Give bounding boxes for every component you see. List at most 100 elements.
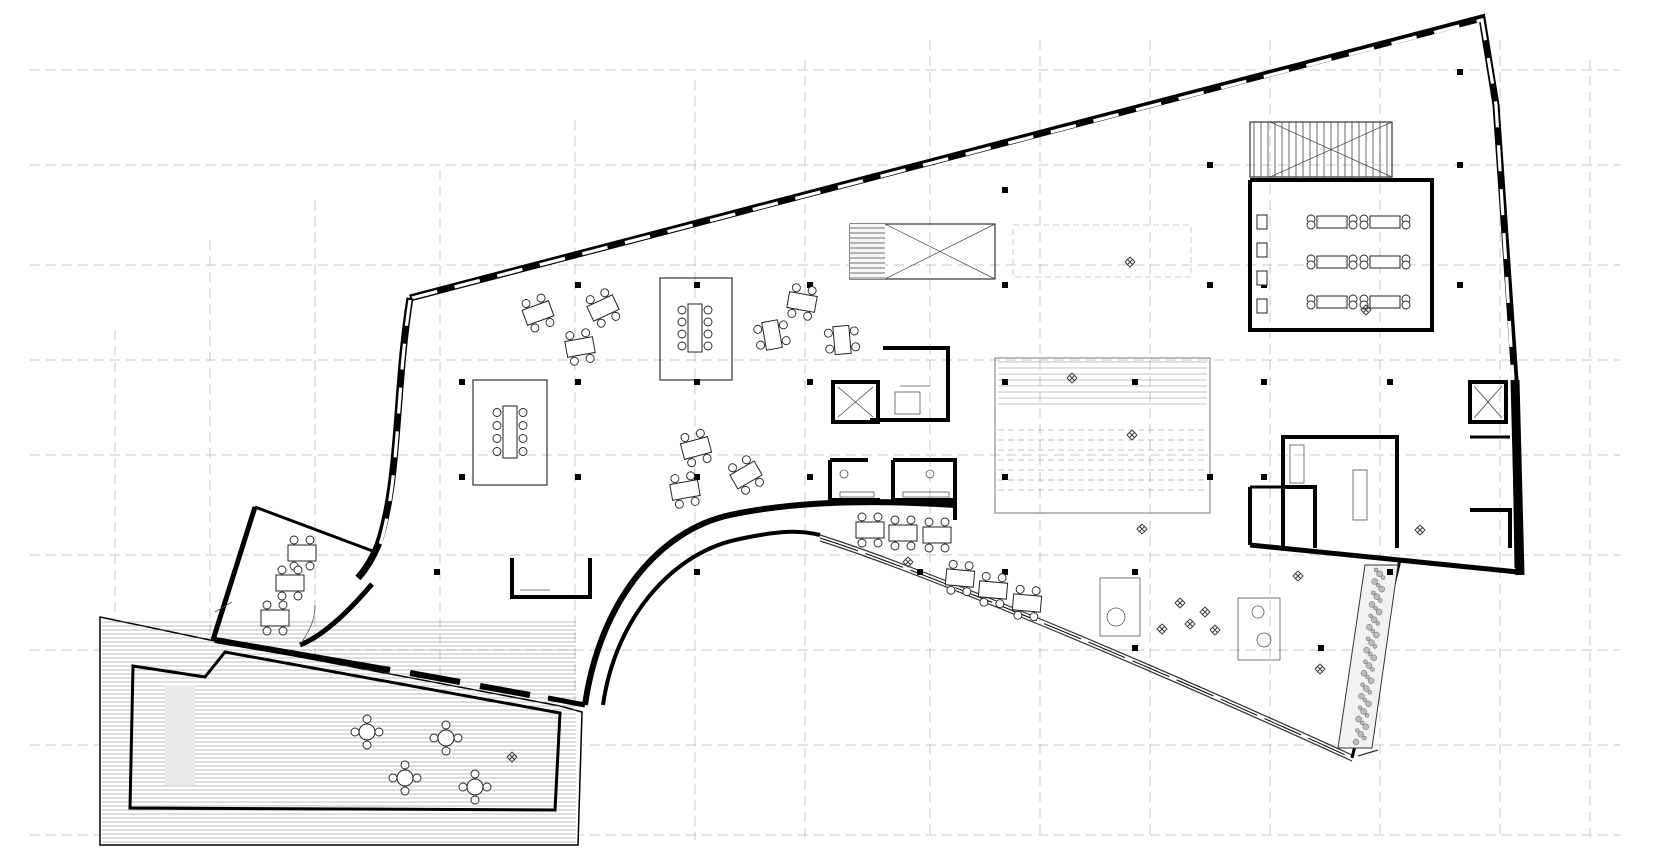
column bbox=[1261, 379, 1267, 385]
desk-cluster-icon bbox=[922, 517, 952, 553]
column bbox=[1132, 379, 1138, 385]
column bbox=[1002, 187, 1008, 193]
tree-icon bbox=[1184, 618, 1196, 630]
column bbox=[575, 282, 581, 288]
column bbox=[459, 474, 465, 480]
meeting-table-icon bbox=[1359, 294, 1411, 310]
tree-icon bbox=[506, 751, 518, 763]
tree-icon bbox=[1199, 606, 1211, 618]
structural-columns bbox=[434, 69, 1463, 651]
desk-cluster-icon bbox=[977, 571, 1009, 609]
desk-cluster-icon bbox=[287, 535, 317, 571]
column bbox=[1002, 282, 1008, 288]
column bbox=[1132, 645, 1138, 651]
building-outline bbox=[355, 13, 1525, 581]
east-room bbox=[1248, 178, 1434, 332]
desk-cluster-icon bbox=[564, 328, 596, 366]
column bbox=[1207, 474, 1213, 480]
column bbox=[807, 282, 813, 288]
tree-icon bbox=[1136, 523, 1148, 535]
desk-cluster-icon bbox=[260, 600, 290, 636]
column bbox=[1002, 474, 1008, 480]
tree-icon bbox=[1292, 570, 1304, 582]
column bbox=[694, 474, 700, 480]
desk-cluster-icon bbox=[679, 428, 713, 468]
column bbox=[694, 379, 700, 385]
tree-icon bbox=[1066, 372, 1078, 384]
tree-icon bbox=[1156, 623, 1168, 635]
west-pavilion bbox=[210, 505, 379, 648]
column bbox=[1457, 282, 1463, 288]
tree-icon bbox=[1209, 624, 1221, 636]
column bbox=[1002, 379, 1008, 385]
column bbox=[1132, 569, 1138, 575]
auditorium-steps bbox=[994, 357, 1211, 514]
meeting-table-icon bbox=[492, 405, 528, 459]
tree-icons bbox=[506, 256, 1426, 763]
terrace-wall bbox=[214, 637, 586, 708]
desk-cluster-icon bbox=[944, 559, 976, 597]
desk-cluster-icon bbox=[669, 471, 701, 509]
desk-cluster-icon bbox=[823, 324, 861, 356]
meeting-room-1 bbox=[472, 379, 548, 486]
desk-cluster-icon bbox=[585, 288, 621, 328]
meeting-table-icon bbox=[677, 303, 713, 353]
lounge-chair-icon bbox=[1256, 214, 1268, 230]
lounge-chair-icon bbox=[1256, 298, 1268, 314]
void-area bbox=[1012, 224, 1192, 278]
column bbox=[1457, 162, 1463, 168]
column bbox=[575, 474, 581, 480]
tree-icon bbox=[1124, 256, 1136, 268]
furniture-layer bbox=[260, 214, 1411, 805]
column bbox=[1207, 282, 1213, 288]
planter-strip bbox=[1337, 564, 1399, 749]
core-west bbox=[831, 346, 950, 424]
tree-icon bbox=[1414, 524, 1426, 536]
tree-icon bbox=[1360, 304, 1372, 316]
round-table-icon bbox=[388, 760, 422, 796]
lounge-chair-icon bbox=[1256, 242, 1268, 258]
column bbox=[459, 379, 465, 385]
east-service-block bbox=[1248, 380, 1512, 548]
desk-cluster-icon bbox=[855, 512, 885, 548]
column bbox=[1261, 474, 1267, 480]
tree-icon bbox=[902, 556, 914, 568]
meeting-table-icon bbox=[1359, 254, 1411, 270]
storage-box bbox=[510, 558, 592, 599]
meeting-table-icon bbox=[1359, 214, 1411, 230]
column bbox=[917, 569, 923, 575]
toilet-icon bbox=[839, 469, 950, 498]
column bbox=[1002, 569, 1008, 575]
column bbox=[1457, 69, 1463, 75]
column bbox=[694, 569, 700, 575]
column bbox=[694, 282, 700, 288]
column bbox=[1207, 162, 1213, 168]
desk-cluster-icon bbox=[786, 283, 818, 321]
curved-wall bbox=[582, 499, 1402, 762]
column bbox=[1387, 379, 1393, 385]
desk-cluster-icon bbox=[275, 565, 305, 601]
round-table-icon bbox=[458, 769, 492, 805]
round-table-icon bbox=[429, 720, 463, 756]
tree-icon bbox=[1314, 663, 1326, 675]
lounge-area bbox=[1099, 577, 1281, 661]
tree-icon bbox=[1174, 597, 1186, 609]
desk-cluster-icon bbox=[888, 515, 918, 551]
tree-icon bbox=[1126, 429, 1138, 441]
lounge-chair-icon bbox=[1256, 270, 1268, 286]
column bbox=[575, 379, 581, 385]
meeting-table-icon bbox=[1306, 214, 1358, 230]
terrace bbox=[99, 616, 583, 846]
toilets bbox=[828, 458, 957, 520]
staircase-icon bbox=[849, 223, 996, 280]
elevator-icon bbox=[837, 386, 874, 418]
column bbox=[434, 569, 440, 575]
meeting-table-icon bbox=[1306, 254, 1358, 270]
round-table-icon bbox=[350, 714, 384, 750]
desk-cluster-icon bbox=[753, 319, 791, 351]
column bbox=[807, 379, 813, 385]
column bbox=[807, 474, 813, 480]
meeting-table-icon bbox=[1306, 294, 1358, 310]
staircase-icon bbox=[1249, 121, 1393, 178]
